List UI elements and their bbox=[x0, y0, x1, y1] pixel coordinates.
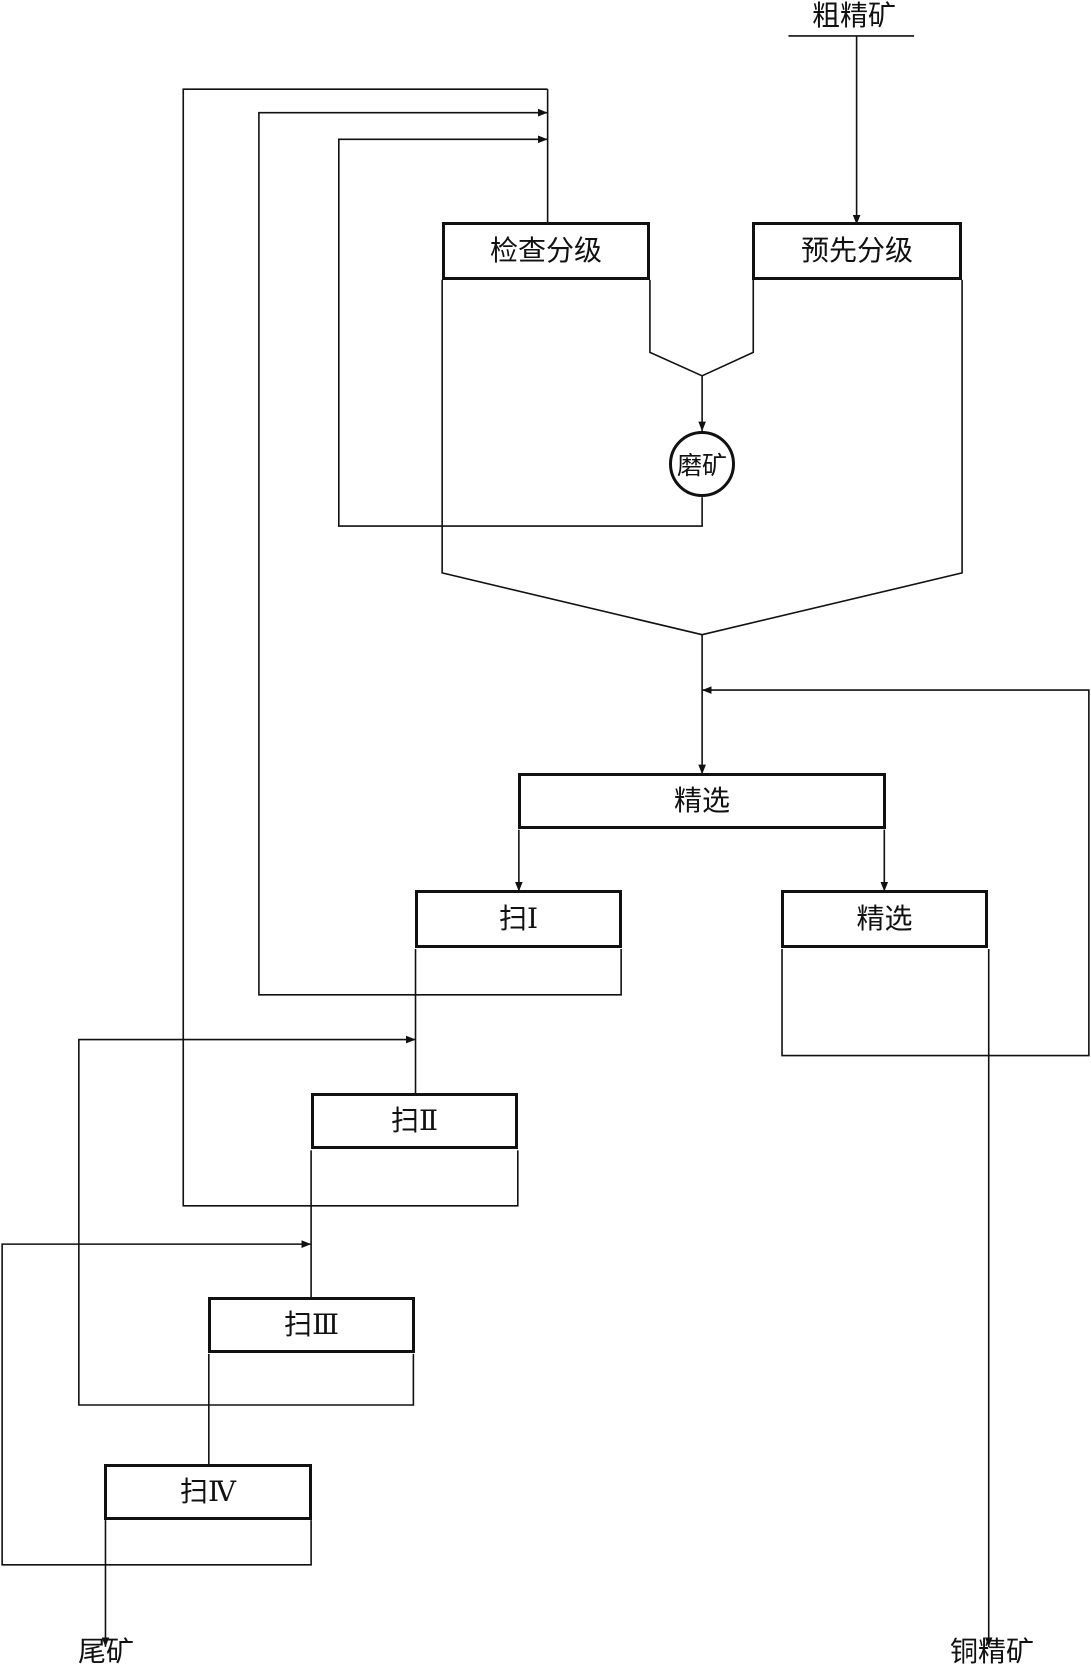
scav2-conc-return bbox=[182, 88, 548, 1207]
grinding-circle: 磨矿 bbox=[669, 431, 735, 497]
pre-classify-sands bbox=[701, 279, 755, 377]
scav3-conc-return bbox=[78, 1035, 416, 1406]
feed-label: 粗精矿 bbox=[812, 0, 897, 32]
tailings-label: 尾矿 bbox=[78, 1635, 135, 1668]
scavenger-1-box: 扫Ⅰ bbox=[415, 890, 622, 948]
pre-classification-box: 预先分级 bbox=[752, 222, 962, 280]
pre-classify-overflow bbox=[701, 279, 963, 636]
mill-discharge bbox=[338, 135, 703, 527]
check-classify-overflow bbox=[441, 279, 703, 636]
scavenger-4-box: 扫Ⅳ bbox=[104, 1464, 312, 1520]
scav4-conc-return bbox=[1, 1240, 312, 1566]
check-classification-box: 检查分级 bbox=[442, 222, 650, 280]
cleaner2-tailings-return bbox=[702, 686, 1090, 1057]
scavenger-3-box: 扫Ⅲ bbox=[208, 1297, 415, 1353]
check-classify-sands bbox=[649, 279, 703, 377]
scavenger-2-box: 扫Ⅱ bbox=[311, 1093, 518, 1149]
cleaner-1-box: 精选 bbox=[518, 773, 886, 829]
scav1-conc-return bbox=[258, 108, 622, 996]
copper-concentrate-label: 铜精矿 bbox=[950, 1635, 1035, 1668]
cleaner-2-box: 精选 bbox=[781, 890, 988, 948]
